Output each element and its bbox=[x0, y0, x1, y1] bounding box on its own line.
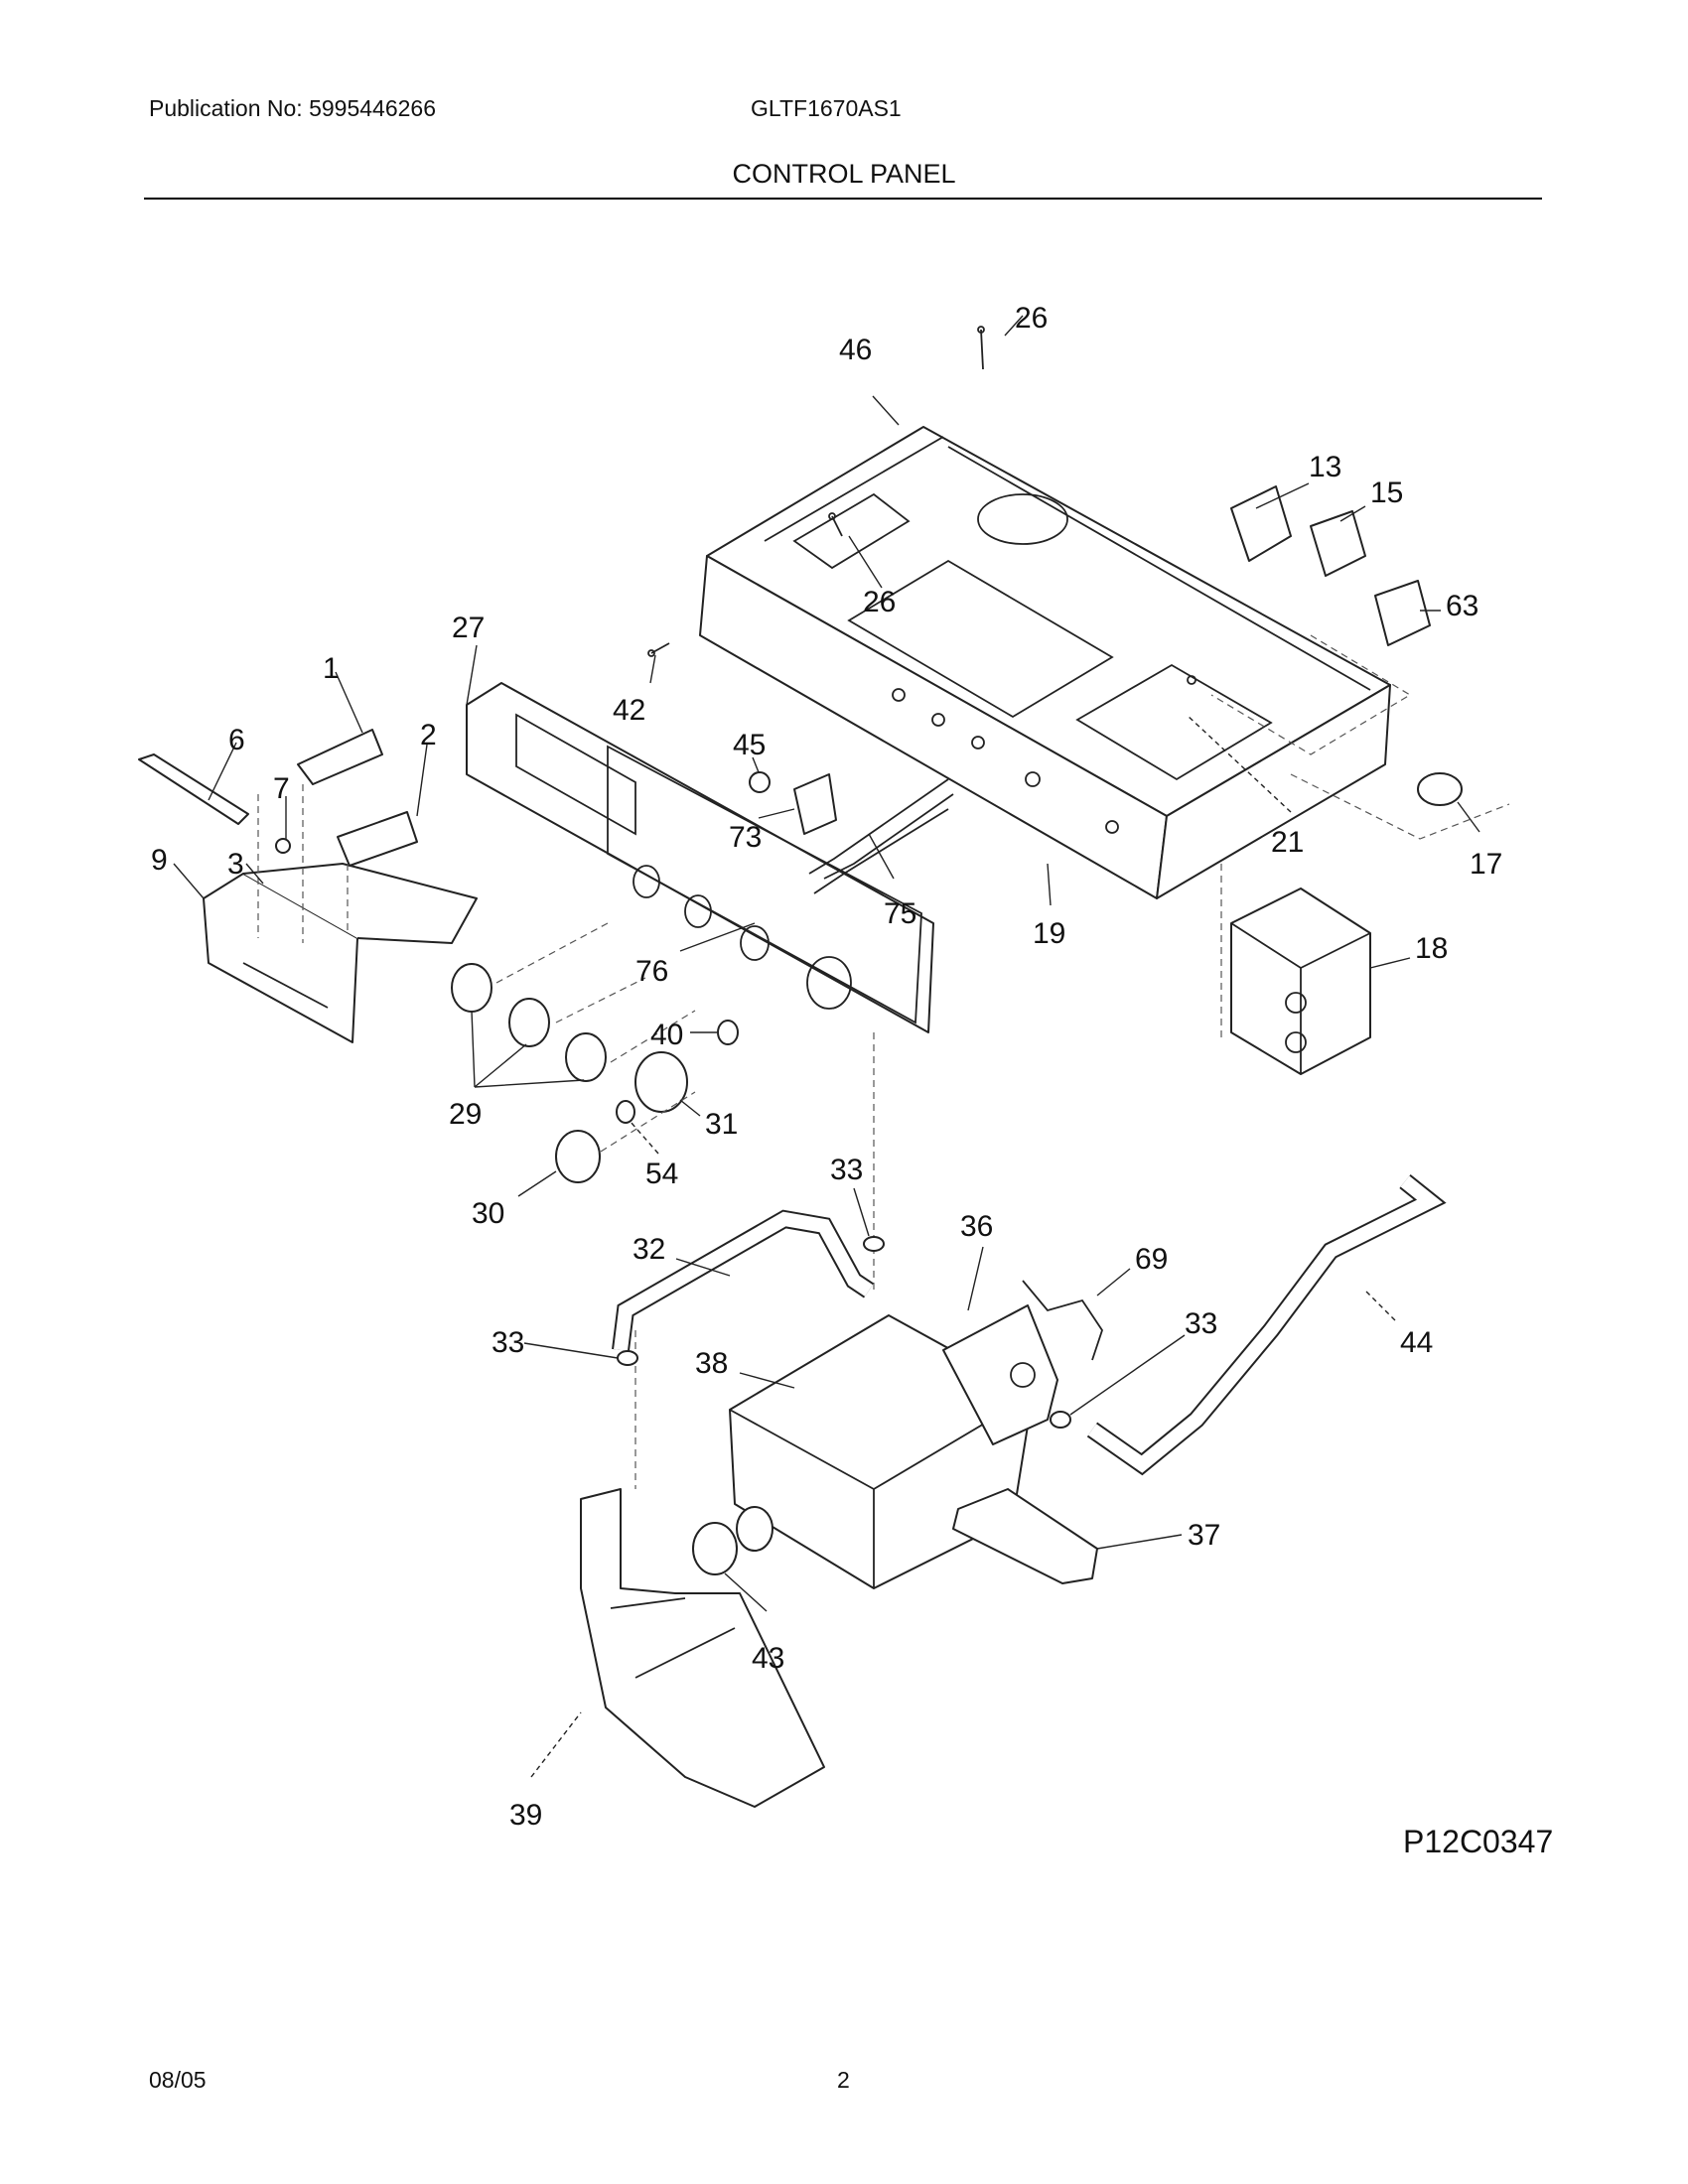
pcb-73 bbox=[793, 773, 837, 835]
outlet-port bbox=[736, 1506, 774, 1552]
callout-76: 76 bbox=[635, 955, 668, 988]
callout-26-top: 26 bbox=[1015, 302, 1048, 335]
callout-labels: 26 46 13 15 63 26 27 42 1 6 2 7 45 9 3 7… bbox=[151, 302, 1502, 1832]
callout-75: 75 bbox=[884, 897, 916, 930]
switch-63 bbox=[1374, 580, 1431, 646]
callout-37: 37 bbox=[1188, 1519, 1220, 1552]
switch-15 bbox=[1310, 510, 1366, 577]
callout-63: 63 bbox=[1446, 590, 1478, 622]
bushing-40 bbox=[717, 1020, 739, 1045]
callout-29: 29 bbox=[449, 1098, 482, 1131]
footer-date: 08/05 bbox=[149, 2067, 207, 2093]
publication-number: Publication No: 5995446266 bbox=[149, 95, 437, 121]
clamp-33-c bbox=[1050, 1411, 1071, 1429]
callout-15: 15 bbox=[1370, 477, 1403, 509]
seal-43 bbox=[692, 1522, 738, 1575]
cap-1 bbox=[297, 729, 383, 785]
callout-17: 17 bbox=[1470, 848, 1502, 881]
plug-45 bbox=[749, 771, 771, 793]
callout-7: 7 bbox=[273, 772, 290, 805]
callout-30: 30 bbox=[472, 1197, 504, 1230]
water-valve-36 bbox=[942, 1304, 1058, 1445]
callout-39: 39 bbox=[509, 1799, 542, 1832]
callout-32: 32 bbox=[633, 1233, 665, 1266]
dispenser-drawer bbox=[203, 863, 478, 1043]
knob-30 bbox=[555, 1130, 601, 1183]
callout-3: 3 bbox=[227, 848, 244, 881]
callout-19: 19 bbox=[1033, 917, 1065, 950]
callout-18: 18 bbox=[1415, 932, 1448, 965]
figure-code: P12C0347 bbox=[1403, 1824, 1554, 1859]
callout-33-b: 33 bbox=[1185, 1307, 1217, 1340]
callout-6: 6 bbox=[228, 724, 245, 756]
callout-43: 43 bbox=[752, 1642, 784, 1675]
callout-27: 27 bbox=[452, 612, 485, 644]
callout-31: 31 bbox=[705, 1108, 738, 1141]
console-frame bbox=[699, 426, 1391, 899]
switch-13 bbox=[1230, 485, 1292, 562]
callout-1: 1 bbox=[323, 652, 340, 685]
harness-75 bbox=[808, 778, 954, 894]
model-number: GLTF1670AS1 bbox=[751, 95, 902, 121]
front-panel bbox=[466, 682, 934, 1033]
callout-2: 2 bbox=[420, 719, 437, 751]
callout-26-mid: 26 bbox=[863, 586, 896, 618]
screw-top bbox=[977, 326, 985, 370]
callout-21: 21 bbox=[1271, 826, 1304, 859]
clamp-33-b bbox=[617, 1350, 638, 1366]
screw-mid bbox=[828, 512, 843, 537]
timer-18 bbox=[1230, 887, 1371, 1075]
callout-46: 46 bbox=[839, 334, 872, 366]
leader-lines bbox=[173, 315, 1480, 1778]
spring-7 bbox=[275, 838, 291, 854]
callout-33-c: 33 bbox=[492, 1326, 524, 1359]
tub-bellows-39 bbox=[580, 1488, 825, 1808]
knob-29-b bbox=[508, 998, 550, 1047]
callout-33-a: 33 bbox=[830, 1154, 863, 1186]
screw-42 bbox=[647, 642, 670, 657]
clamp-33-a bbox=[863, 1236, 885, 1252]
callout-42: 42 bbox=[613, 694, 645, 727]
callout-54: 54 bbox=[645, 1158, 678, 1190]
wire-69 bbox=[1022, 1280, 1103, 1361]
knob-31 bbox=[634, 1051, 688, 1113]
siphon-6 bbox=[138, 753, 249, 825]
callout-69: 69 bbox=[1135, 1243, 1168, 1276]
knob-29-a bbox=[451, 963, 492, 1013]
knob-17 bbox=[1417, 772, 1463, 806]
callout-38: 38 bbox=[695, 1347, 728, 1380]
callout-36: 36 bbox=[960, 1210, 993, 1243]
callout-13: 13 bbox=[1309, 451, 1341, 483]
page-title: CONTROL PANEL bbox=[732, 159, 956, 189]
header-rule bbox=[144, 198, 1542, 200]
cap-2 bbox=[337, 811, 418, 867]
ring-54 bbox=[616, 1100, 635, 1124]
callout-9: 9 bbox=[151, 844, 168, 877]
callout-73: 73 bbox=[729, 821, 762, 854]
callout-40: 40 bbox=[650, 1019, 683, 1051]
callout-44: 44 bbox=[1400, 1326, 1433, 1359]
callout-45: 45 bbox=[733, 729, 766, 761]
page-number: 2 bbox=[837, 2067, 850, 2093]
fill-hose-37 bbox=[952, 1488, 1098, 1584]
knob-29-c bbox=[565, 1032, 607, 1082]
